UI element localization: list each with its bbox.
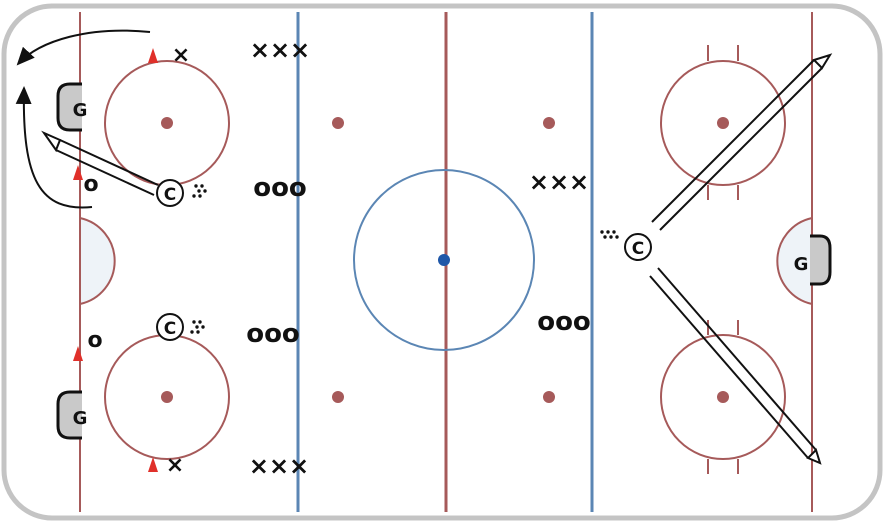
left-top-faceoff-dot: [161, 117, 173, 129]
player-group-o-mid-left: ooo: [253, 173, 307, 203]
right-top-faceoff-circle: [660, 60, 786, 186]
goalie-label: G: [794, 254, 809, 275]
right-top-hash-marks: [707, 45, 739, 200]
left-goal-crease: [79, 216, 116, 306]
puck-dots-icon: [192, 184, 207, 198]
right-goal-crease: [776, 216, 813, 306]
puck-dots-icon: [190, 320, 205, 334]
skate-path-icon: [15, 86, 93, 209]
player-x: ×: [172, 43, 190, 68]
goalie-left-bottom: G: [56, 390, 88, 440]
goalie-label: G: [73, 100, 88, 121]
goalie-label: G: [73, 408, 88, 429]
player-o: o: [83, 172, 98, 197]
coach-left-top: C: [156, 179, 184, 207]
goalie-left-top: G: [56, 82, 88, 132]
neutral-dot-bottom-left: [332, 391, 344, 403]
coach-left-bottom: C: [156, 313, 184, 341]
right-bottom-hash-marks: [707, 320, 739, 474]
coach-label: C: [164, 185, 176, 205]
player-group-x-right: ×××: [529, 168, 589, 196]
goalie-right: G: [794, 234, 832, 286]
player-o: o: [87, 328, 102, 353]
coach-label: C: [632, 239, 644, 259]
player-group-x-top-left: ×××: [250, 36, 310, 64]
coach-right: C: [624, 233, 652, 261]
player-group-o-low-left: ooo: [246, 319, 300, 349]
coach-label: C: [164, 319, 176, 339]
left-bottom-faceoff-dot: [161, 391, 173, 403]
center-circle: [353, 169, 535, 351]
neutral-dot-bottom-right: [543, 391, 555, 403]
player-group-o-right: ooo: [537, 307, 591, 337]
player-x: ×: [166, 453, 184, 478]
right-bottom-faceoff-circle: [660, 334, 786, 460]
right-bottom-faceoff-dot: [717, 391, 729, 403]
neutral-dot-top-left: [332, 117, 344, 129]
neutral-dot-top-right: [543, 117, 555, 129]
center-faceoff-dot: [438, 254, 450, 266]
puck-dots-icon: [600, 230, 619, 239]
shot-arrow-icon: [41, 53, 833, 465]
player-group-x-bottom-left: ×××: [249, 452, 309, 480]
skate-path-icon: [16, 29, 151, 66]
cone-icon: [73, 48, 158, 472]
right-top-faceoff-dot: [717, 117, 729, 129]
